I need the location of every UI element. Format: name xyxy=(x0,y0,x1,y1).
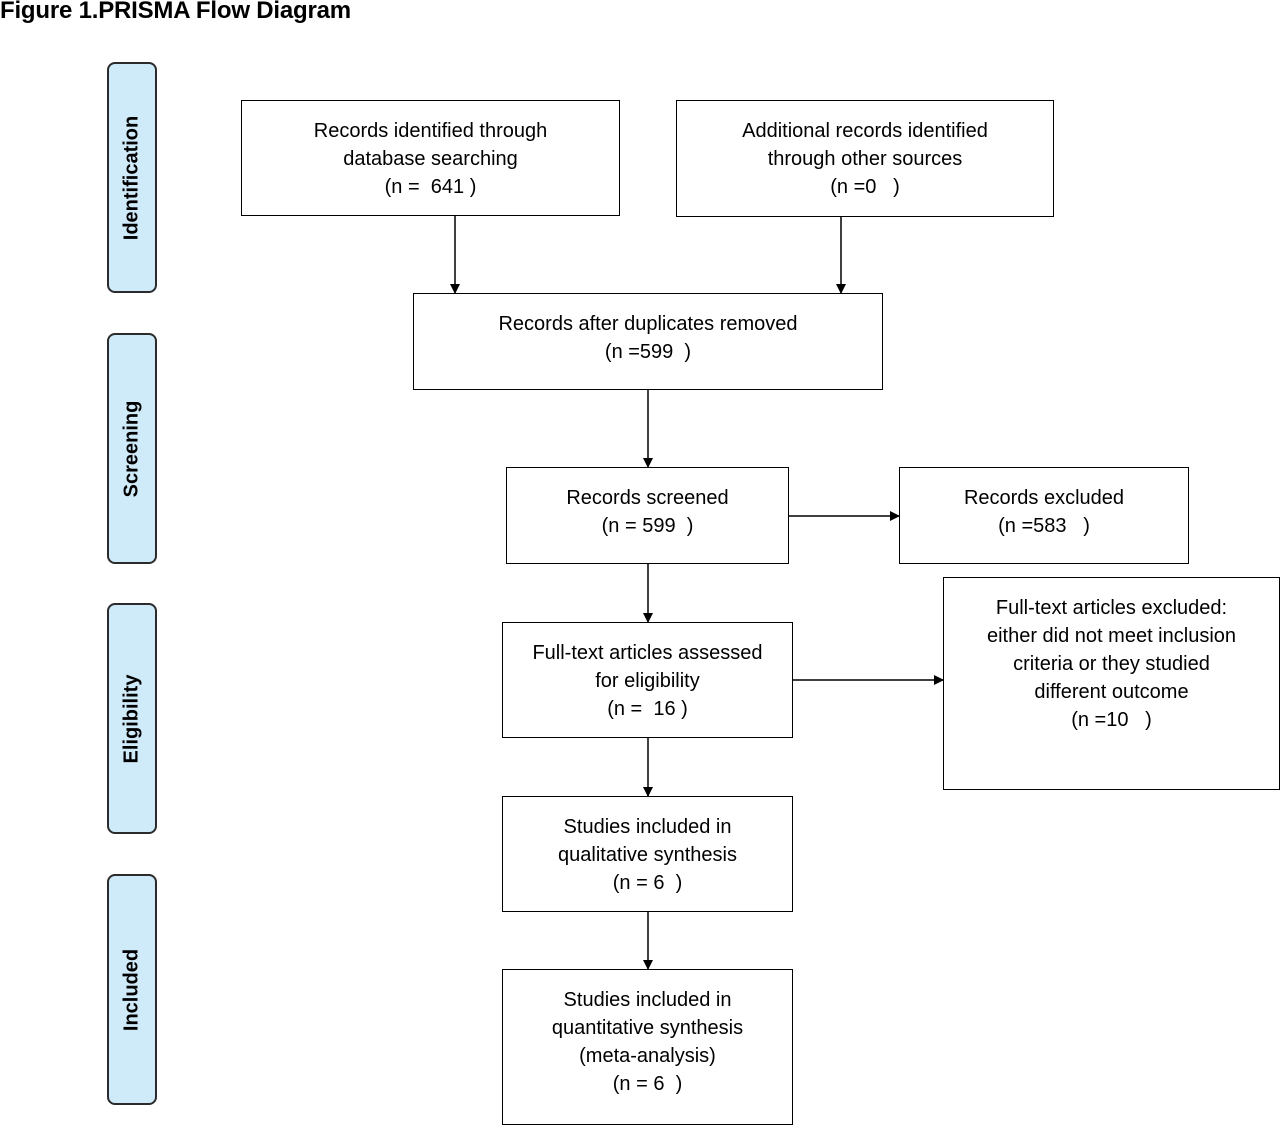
box-records-screened: Records screened (n = 599 ) xyxy=(506,467,789,564)
box-text: Records excluded xyxy=(963,487,1125,509)
box-qualitative-synthesis: Studies included in qualitative synthesi… xyxy=(502,796,793,912)
stage-eligibility: Eligibility xyxy=(107,603,157,834)
box-text: Records screened xyxy=(566,487,729,509)
box-text: Records after duplicates removed xyxy=(498,313,798,335)
box-records-excluded: Records excluded (n =583 ) xyxy=(899,467,1189,564)
box-count: (n = 6 ) xyxy=(612,872,683,894)
box-count: (n = 16 ) xyxy=(607,698,688,720)
box-additional-records-other-sources: Additional records identified through ot… xyxy=(676,100,1054,217)
box-count: (n =599 ) xyxy=(604,341,692,363)
box-text: Studies included in quantitative synthes… xyxy=(551,989,744,1067)
box-count: (n =10 ) xyxy=(1071,709,1152,731)
box-count: (n =0 ) xyxy=(830,176,900,198)
box-records-after-duplicates: Records after duplicates removed (n =599… xyxy=(413,293,883,390)
box-count: (n = 599 ) xyxy=(601,515,694,537)
box-records-identified-database: Records identified through database sear… xyxy=(241,100,620,216)
box-text: Additional records identified through ot… xyxy=(742,120,988,170)
stage-screening: Screening xyxy=(107,333,157,564)
stage-identification: Identification xyxy=(107,62,157,293)
box-text: Records identified through database sear… xyxy=(313,120,548,170)
box-text: Full-text articles excluded: either did … xyxy=(986,597,1237,703)
box-quantitative-synthesis: Studies included in quantitative synthes… xyxy=(502,969,793,1125)
box-fulltext-assessed: Full-text articles assessed for eligibil… xyxy=(502,622,793,738)
box-count: (n =583 ) xyxy=(998,515,1090,537)
stage-included: Included xyxy=(107,874,157,1105)
box-count: (n = 641 ) xyxy=(384,176,477,198)
box-text: Full-text articles assessed for eligibil… xyxy=(532,642,763,692)
box-fulltext-excluded: Full-text articles excluded: either did … xyxy=(943,577,1280,790)
box-count: (n = 6 ) xyxy=(612,1073,683,1095)
box-text: Studies included in qualitative synthesi… xyxy=(558,816,737,866)
figure-title: Figure 1.PRISMA Flow Diagram xyxy=(0,0,351,24)
